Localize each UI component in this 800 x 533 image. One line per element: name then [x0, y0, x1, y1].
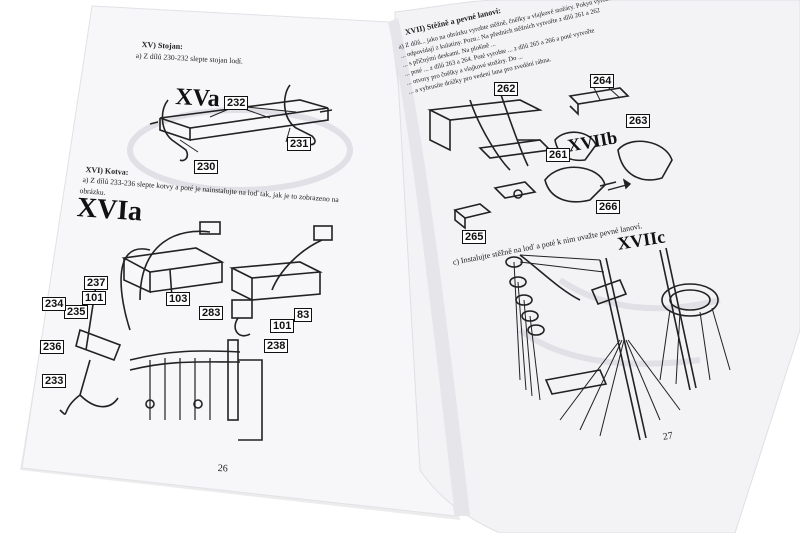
arrow-markers	[518, 139, 632, 191]
mast-rigging-drawing	[505, 247, 731, 441]
mast-parts-drawing	[427, 79, 673, 230]
right-page-number: 27	[662, 430, 674, 443]
part-number-262: 262	[494, 82, 519, 96]
anchor-drawing	[59, 221, 333, 441]
part-number-235: 235	[64, 305, 89, 319]
part-number-83: 83	[294, 308, 313, 322]
part-number-234: 234	[42, 297, 67, 311]
part-number-231: 231	[287, 137, 312, 151]
show-through-shadow	[127, 107, 721, 367]
figure-label-xva: XVa	[174, 84, 221, 113]
part-number-283: 283	[199, 306, 224, 320]
right-page	[394, 0, 800, 533]
part-number-265: 265	[462, 230, 487, 244]
part-number-230: 230	[194, 160, 219, 174]
part-number-264: 264	[590, 74, 615, 88]
figure-label-xvia: XVIa	[75, 192, 144, 228]
part-number-238: 238	[264, 339, 289, 353]
part-number-233: 233	[42, 374, 67, 388]
part-number-236: 236	[40, 340, 65, 354]
part-number-101a: 101	[82, 291, 107, 305]
part-number-103: 103	[166, 292, 191, 306]
part-number-101b: 101	[270, 319, 295, 333]
part-number-263: 263	[626, 114, 651, 128]
left-page-number: 26	[217, 463, 228, 475]
part-number-232: 232	[224, 96, 249, 110]
part-number-266: 266	[596, 200, 621, 214]
part-number-237: 237	[84, 276, 109, 290]
part-number-261: 261	[546, 148, 571, 162]
